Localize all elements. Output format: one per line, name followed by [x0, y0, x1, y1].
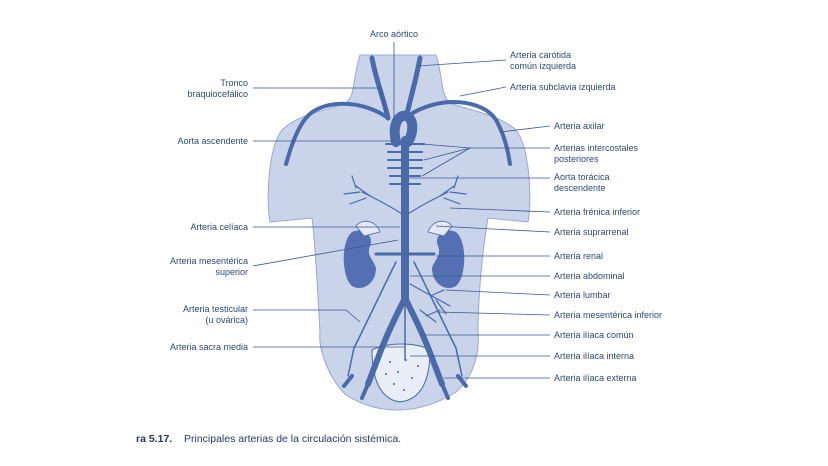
label-iliaca-externa: Arteria ilíaca externa — [554, 373, 637, 383]
label-sacra-media: Arteria sacra media — [170, 342, 248, 352]
label-testicular-1: Arteria testicular — [183, 304, 248, 314]
label-carotida-1: Arteria carótida — [510, 50, 571, 60]
labels: Arco aórtico Tronco braquiocefálico Aort… — [170, 29, 662, 383]
caption-figure-number: ra 5.17. — [136, 433, 172, 445]
label-subclavia: Arteria subclavia izquierda — [510, 82, 616, 92]
label-suprarrenal: Arteria suprarrenal — [554, 227, 629, 237]
figure-caption: ra 5.17. Principales arterias de la circ… — [136, 433, 401, 445]
label-renal: Arteria renal — [554, 251, 603, 261]
label-mesenterica-inferior: Arteria mesentérica inferior — [554, 310, 662, 320]
leader-lines — [252, 42, 551, 379]
label-arco-aortico: Arco aórtico — [370, 29, 418, 39]
label-axilar: Arteria axilar — [554, 121, 605, 131]
label-abdominal: Arteria abdominal — [554, 271, 625, 281]
label-iliaca-interna: Arteria ilíaca interna — [554, 351, 634, 361]
label-iliaca-comun: Arteria ilíaca común — [554, 330, 634, 340]
label-carotida-2: común izquierda — [510, 61, 576, 71]
label-toracica-1: Aorta torácica — [554, 172, 610, 182]
label-mesenterica-superior-1: Arteria mesentérica — [170, 256, 248, 266]
label-testicular-2: (u ovárica) — [205, 315, 248, 325]
label-braquiocefalico: braquiocefálico — [187, 89, 248, 99]
label-tronco: Tronco — [220, 78, 248, 88]
torso-silhouette — [267, 54, 531, 411]
label-arteria-celiaca: Arteria celíaca — [190, 222, 248, 232]
label-frenica: Arteria frénica inferior — [554, 207, 640, 217]
label-intercostales-1: Arterias intercostales — [554, 143, 639, 153]
kidneys — [343, 220, 465, 288]
label-lumbar: Arteria lumbar — [554, 290, 611, 300]
label-mesenterica-superior-2: superior — [215, 267, 248, 277]
label-toracica-2: descendente — [554, 183, 606, 193]
caption-text: Principales arterias de la circulación s… — [184, 433, 401, 445]
label-aorta-ascendente: Aorta ascendente — [177, 136, 248, 146]
label-intercostales-2: posteriores — [554, 154, 599, 164]
